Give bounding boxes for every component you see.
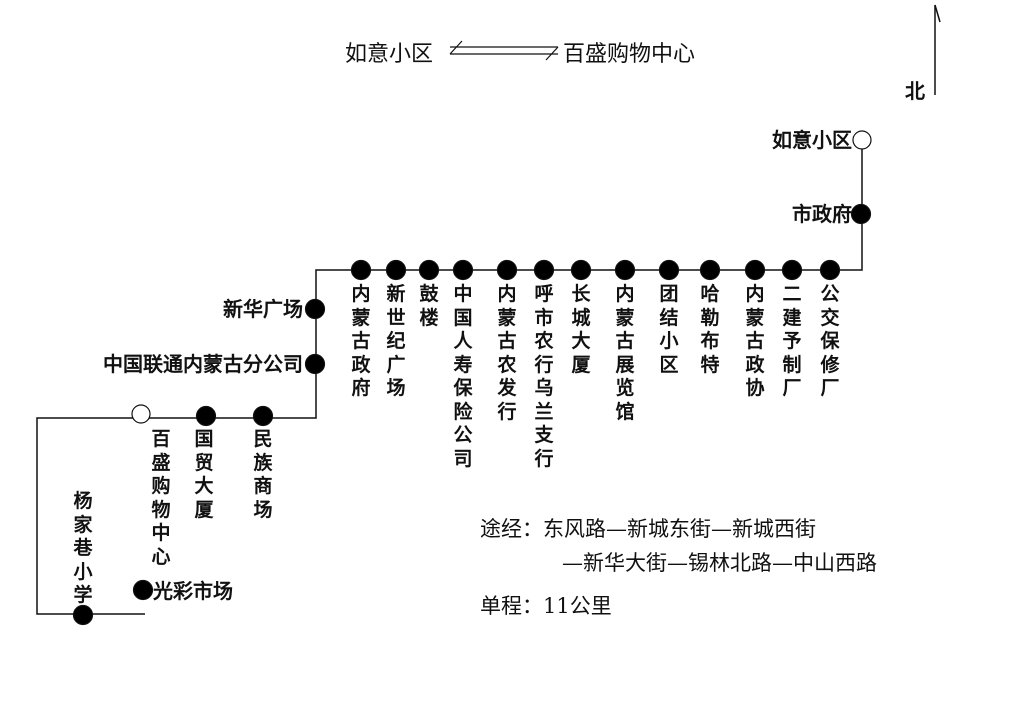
- stop-label-main: 二建予制厂: [782, 283, 802, 399]
- title-to: 百盛购物中心: [563, 42, 696, 67]
- stop-marker: [496, 259, 518, 281]
- stop-marker: [304, 353, 326, 375]
- north-arrow-head-icon: [934, 4, 941, 23]
- stop-marker: [781, 259, 803, 281]
- stop-label-guomao: 国贸大厦: [194, 428, 214, 521]
- stop-label-ruyi: 如意小区: [772, 128, 852, 152]
- stop-label-main: 公交保修厂: [820, 283, 840, 399]
- stop-marker: [533, 259, 555, 281]
- stop-marker: [195, 405, 217, 427]
- stop-marker: [72, 604, 94, 626]
- stop-marker: [385, 259, 407, 281]
- stop-label-main: 呼市农行乌兰支行: [534, 283, 554, 470]
- stop-label-main: 哈勒布特: [700, 283, 720, 376]
- title-from: 如意小区: [345, 42, 434, 67]
- stop-label-minzu: 民族商场: [253, 428, 273, 521]
- stop-marker: [744, 259, 766, 281]
- stop-label-guangcai: 光彩市场: [153, 579, 233, 603]
- stop-marker: [452, 259, 474, 281]
- distance: 单程：11公里: [480, 594, 612, 618]
- stop-marker: [252, 405, 274, 427]
- stop-label-main: 长城大厦: [571, 283, 591, 376]
- stop-label-baisheng: 百盛购物中心: [151, 428, 171, 568]
- stop-label-liantong: 中国联通内蒙古分公司: [103, 352, 303, 376]
- stop-label-main: 内蒙古政府: [351, 283, 371, 399]
- stop-marker: [570, 259, 592, 281]
- stop-label-main: 团结小区: [659, 283, 679, 376]
- stop-marker: [658, 259, 680, 281]
- bidirectional-arrow-icon: [449, 40, 559, 61]
- stop-marker: [850, 203, 872, 225]
- stop-marker: [350, 259, 372, 281]
- stop-label-main: 新世纪广场: [386, 283, 406, 399]
- stop-marker: [304, 298, 326, 320]
- stop-label-yangjiaxiang: 杨家巷小学: [73, 490, 93, 606]
- stop-marker: [132, 579, 154, 601]
- via-line-2: —新华大街—锡林北路—中山西路: [562, 551, 877, 575]
- stop-marker: [819, 259, 841, 281]
- terminal-stop-marker: [131, 404, 151, 424]
- stop-label-main: 鼓楼: [419, 283, 439, 329]
- stop-label-xinhua: 新华广场: [223, 297, 303, 321]
- stop-label-main: 中国人寿保险公司: [453, 283, 473, 470]
- north-label: 北: [905, 79, 925, 103]
- route-line: [36, 140, 863, 615]
- stop-marker: [699, 259, 721, 281]
- stop-marker: [418, 259, 440, 281]
- terminal-stop-marker: [852, 130, 872, 150]
- stop-label-main: 内蒙古农发行: [497, 283, 517, 423]
- stop-label-shizhengfu: 市政府: [792, 202, 852, 226]
- via-line-1: 途经：东风路—新城东街—新城西街: [480, 517, 816, 541]
- stop-label-main: 内蒙古展览馆: [615, 283, 635, 423]
- stop-label-main: 内蒙古政协: [745, 283, 765, 399]
- stop-marker: [614, 259, 636, 281]
